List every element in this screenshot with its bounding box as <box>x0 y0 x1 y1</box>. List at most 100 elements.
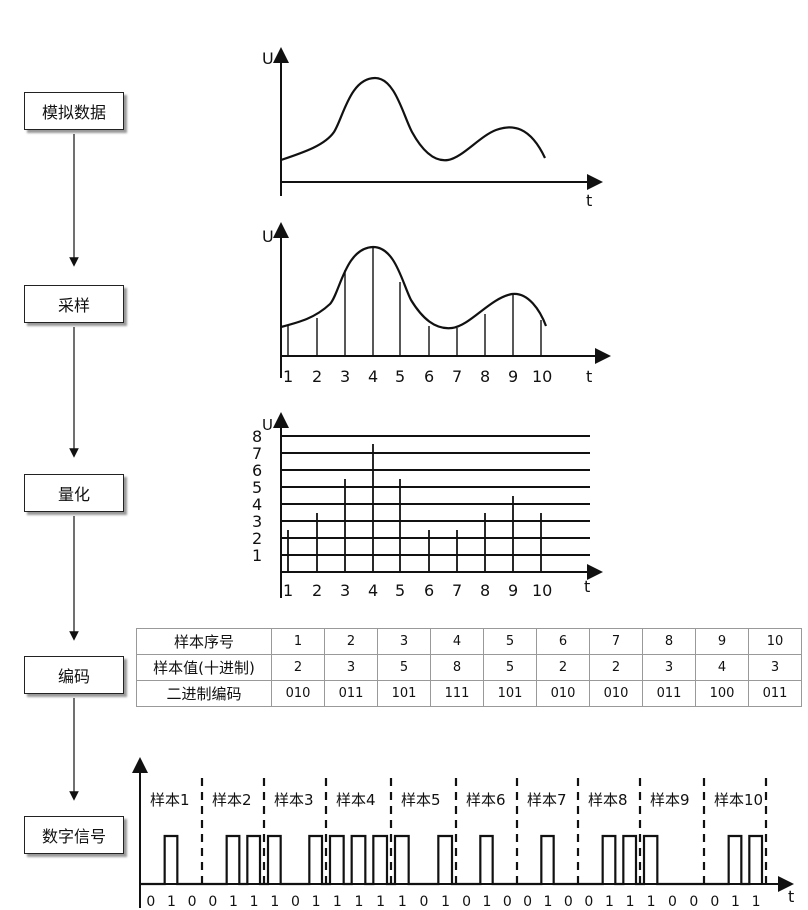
table-cell: 8 <box>430 654 484 681</box>
bit-label: 0 <box>523 894 532 910</box>
bit-label: 0 <box>689 894 698 910</box>
sample-label: 样本9 <box>650 791 690 809</box>
bit-label: 1 <box>441 894 450 910</box>
sample-label: 样本6 <box>466 791 506 809</box>
analog-curve <box>280 76 546 162</box>
flow-box-sampling: 采样 <box>24 285 124 323</box>
bit-label: 1 <box>167 894 176 910</box>
bit-label: 0 <box>710 894 719 910</box>
bit-label: 0 <box>188 894 197 910</box>
flow-label: 量化 <box>57 485 90 504</box>
quant-level-label: 5 <box>252 478 262 497</box>
bit-label: 0 <box>564 894 573 910</box>
bit-label: 0 <box>291 894 300 910</box>
bit-label: 1 <box>626 894 635 910</box>
table-cell: 1 <box>271 628 325 655</box>
quant-level-label: 1 <box>252 546 262 565</box>
table-cell: 011 <box>642 680 696 707</box>
bit-label: 0 <box>503 894 512 910</box>
sample-number: 3 <box>340 367 350 386</box>
table-cell: 2 <box>589 654 643 681</box>
quant-sample-number: 6 <box>424 581 434 600</box>
table-cell: 9 <box>695 628 749 655</box>
quant-sample-number: 2 <box>312 581 322 600</box>
table-row-label: 样本值(十进制) <box>136 654 272 681</box>
bit-label: 0 <box>146 894 155 910</box>
table-cell: 5 <box>377 654 431 681</box>
sample-number: 9 <box>508 367 518 386</box>
table-cell: 010 <box>589 680 643 707</box>
quant-level-label: 6 <box>252 461 262 480</box>
bit-label: 1 <box>250 894 259 910</box>
flow-label: 编码 <box>57 667 90 686</box>
table-cell: 011 <box>324 680 378 707</box>
table-cell: 011 <box>748 680 802 707</box>
u-axis-label: U <box>262 227 274 246</box>
bit-label: 0 <box>668 894 677 910</box>
sample-number: 5 <box>395 367 405 386</box>
quant-sample-number: 1 <box>283 581 293 600</box>
sample-label: 样本10 <box>714 791 763 809</box>
sample-label: 样本8 <box>588 791 628 809</box>
table-cell: 010 <box>271 680 325 707</box>
quant-level-label: 2 <box>252 529 262 548</box>
sampled-curve <box>280 245 548 330</box>
flow-box-encoding: 编码 <box>24 656 124 694</box>
quant-sample-number: 7 <box>452 581 462 600</box>
sample-label: 样本4 <box>336 791 376 809</box>
t-axis-label: t <box>586 191 592 210</box>
table-cell: 2 <box>324 628 378 655</box>
table-cell: 5 <box>483 654 537 681</box>
table-cell: 6 <box>536 628 590 655</box>
table-cell: 010 <box>536 680 590 707</box>
sample-number: 7 <box>452 367 462 386</box>
bit-label: 1 <box>483 894 492 910</box>
table-cell: 10 <box>748 628 802 655</box>
table-cell: 3 <box>748 654 802 681</box>
t-axis-label: t <box>586 367 592 386</box>
sample-number: 1 <box>283 367 293 386</box>
quant-sample-number: 10 <box>532 581 552 600</box>
quant-sample-number: 5 <box>395 581 405 600</box>
bit-label: 1 <box>355 894 364 910</box>
sample-number: 8 <box>480 367 490 386</box>
bit-label: 0 <box>462 894 471 910</box>
analog-chart: U t <box>262 47 603 210</box>
bit-label: 1 <box>398 894 407 910</box>
bit-label: 0 <box>584 894 593 910</box>
bit-label: 1 <box>333 894 342 910</box>
quant-level-label: 3 <box>252 512 262 531</box>
flow-box-quantization: 量化 <box>24 474 124 512</box>
quant-level-label: 7 <box>252 444 262 463</box>
table-cell: 101 <box>377 680 431 707</box>
sample-label: 样本7 <box>527 791 567 809</box>
t-axis-label: t <box>584 577 590 596</box>
table-row-label: 样本序号 <box>136 628 272 655</box>
bit-label: 1 <box>752 894 761 910</box>
bit-label: 1 <box>605 894 614 910</box>
flow-label: 模拟数据 <box>41 103 106 122</box>
u-axis-label: U <box>262 416 273 434</box>
u-axis-label: U <box>262 49 274 68</box>
bit-label: 1 <box>544 894 553 910</box>
bit-label: 1 <box>312 894 321 910</box>
table-cell: 2 <box>536 654 590 681</box>
sample-label: 样本2 <box>212 791 252 809</box>
table-cell: 3 <box>324 654 378 681</box>
sample-label: 样本5 <box>401 791 441 809</box>
table-cell: 101 <box>483 680 537 707</box>
quant-level-label: 4 <box>252 495 262 514</box>
t-axis-label: t <box>788 887 794 906</box>
quant-level-label: 8 <box>252 427 262 446</box>
table-row-label: 二进制编码 <box>136 680 272 707</box>
bit-label: 1 <box>647 894 656 910</box>
sample-number: 4 <box>368 367 378 386</box>
